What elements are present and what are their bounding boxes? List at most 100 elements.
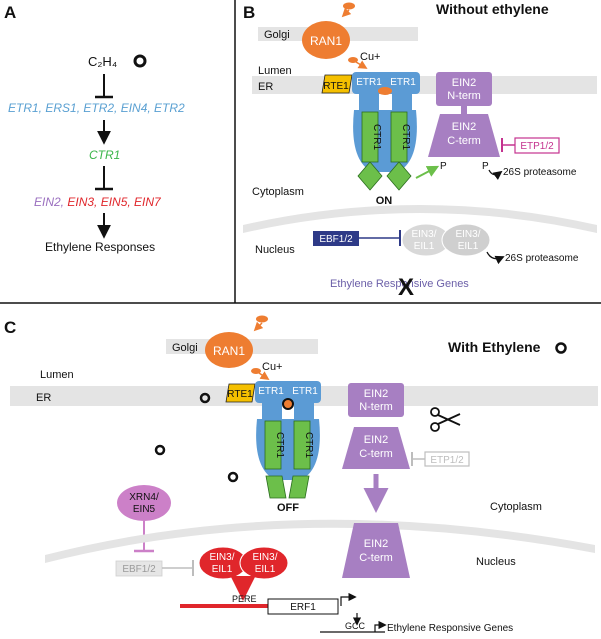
ein2-c-label-1: EIN2 (452, 121, 476, 133)
er-label-c: ER (36, 392, 51, 404)
etr1-stalk-right-c (294, 403, 314, 419)
erf1-transcription-arrow (340, 592, 357, 606)
etr1-left-label: ETR1 (356, 77, 382, 88)
ethylene-molecule-icon (199, 392, 211, 404)
ein2-c-label-2-c: C-term (359, 448, 393, 460)
rte1-protein-c (225, 383, 256, 403)
panel-c-letter: C (4, 318, 16, 337)
erf1-label: ERF1 (290, 602, 316, 613)
repression-x-mark: X (398, 274, 414, 301)
etr1-dimer (352, 72, 420, 94)
ethylene-molecule-icon (154, 444, 166, 456)
panel-b-title: Without ethylene (436, 1, 549, 17)
ein2-c-term (428, 114, 500, 157)
ein3-left-label-1: EIN3/ (411, 229, 436, 240)
ein3-left-label-2: EIL1 (414, 241, 435, 252)
ein2-linker (461, 106, 467, 114)
panel-a-letter: A (4, 3, 16, 22)
proteasome-label-1: 26S proteasome (503, 167, 577, 178)
ein2-c-label-1-c: EIN2 (364, 434, 388, 446)
receptor-list: ETR1, ERS1, ETR2, EIN4, ETR2 (8, 101, 185, 115)
panel-b: B Without ethylene Golgi RAN1 Cu+ Lumen … (243, 1, 597, 301)
xrn4-label-1: XRN4/ (129, 492, 159, 503)
ein3-right-label-2-c: EIL1 (255, 564, 276, 575)
genes-label-c: Ethylene Responsive Genes (387, 623, 513, 634)
nuclear-envelope (243, 205, 597, 233)
panel-b-letter: B (243, 3, 255, 22)
copper-ion-icon (348, 57, 358, 63)
ein2-n-term-c (348, 383, 404, 417)
ran1-protein-c (205, 332, 253, 368)
etr1-right-label-c: ETR1 (292, 386, 318, 397)
rte1-label-c: RTE1 (227, 389, 253, 400)
panel-a: A C₂H₄ ETR1, ERS1, ETR2, EIN4, ETR2 CTR1… (4, 3, 185, 254)
etr1-right-label: ETR1 (390, 77, 416, 88)
proteasome-label-2: 26S proteasome (505, 253, 579, 264)
ran1-protein (302, 21, 350, 59)
ein3-eil1-right (441, 223, 491, 257)
cytoplasm-label-c: Cytoplasm (490, 501, 542, 513)
ctr1-right-c (293, 420, 311, 470)
ebf1-2-label-c: EBF1/2 (122, 564, 156, 575)
genes-label-b: Ethylene Responsive Genes (330, 278, 469, 290)
ein2-nuc-label-2: C-term (359, 552, 393, 564)
phosphorylation-arrow (415, 165, 440, 179)
ran1-label-c: RAN1 (213, 344, 245, 358)
ein2-n-label-2: N-term (447, 90, 481, 102)
ebf1-2-label: EBF1/2 (319, 234, 353, 245)
ctr1-state-on: ON (376, 195, 393, 207)
copper-cofactor-icon (378, 87, 392, 95)
ethylene-molecule-icon (555, 342, 567, 354)
ein2-n-label-1: EIN2 (452, 77, 476, 89)
ethylene-formula: C₂H₄ (88, 54, 117, 69)
etr1-stalk-left (359, 94, 379, 110)
ctr1-kinase-left (357, 161, 383, 191)
ctr1-label: CTR1 (89, 148, 120, 162)
cu-label: Cu+ (360, 51, 381, 63)
phospho-p1: P (440, 161, 447, 172)
copper-arrow-in (341, 7, 352, 18)
ein2-nuc-label-1: EIN2 (364, 538, 388, 550)
copper-arrow-in-c (253, 321, 264, 332)
ethylene-bound-icon (282, 398, 294, 410)
gcc-transcription-arrow (374, 620, 387, 632)
cu-label-c: Cu+ (262, 361, 283, 373)
ein3-left-label-2-c: EIL1 (212, 564, 233, 575)
cytoplasm-label: Cytoplasm (252, 186, 304, 198)
copper-arrow-out-c (258, 371, 270, 380)
nuclear-envelope-c (45, 519, 595, 563)
ein3-right-label-1-c: EIN3/ (252, 552, 277, 563)
xrn4-label-2: EIN5 (133, 504, 156, 515)
ein3-right-label-1: EIN3/ (455, 229, 480, 240)
ein2-n-label-1-c: EIN2 (364, 388, 388, 400)
ctr1-kinase-right (386, 161, 412, 191)
ein2-n-term (436, 72, 492, 106)
ein3-ein5-ein7-label: EIN3, EIN5, EIN7 (67, 195, 162, 209)
ctr1-right-label: CTR1 (400, 124, 411, 151)
ein3-left-label-1-c: EIN3/ (209, 552, 234, 563)
ein3-eil1-right-c (239, 546, 289, 580)
etp1-2-box (514, 137, 560, 154)
ctr1-left-label-c: CTR1 (274, 432, 285, 459)
erf1-gene-box (267, 598, 339, 615)
nucleus-label-c: Nucleus (476, 556, 516, 568)
ein3-right-label-2: EIL1 (458, 241, 479, 252)
ein2-label: EIN2, (34, 195, 67, 209)
phospho-p2: P (482, 161, 489, 172)
ein2-c-term-nuclear (342, 523, 410, 578)
golgi-label: Golgi (264, 29, 290, 41)
gcc-label: GCC (345, 621, 366, 631)
ctr1-kinase-left-c (265, 475, 287, 499)
ctr1-state-off: OFF (277, 502, 299, 514)
ethylene-molecule-icon (133, 54, 147, 68)
lumen-label-c: Lumen (40, 369, 74, 381)
ein2-c-label-2: C-term (447, 135, 481, 147)
etr1-stalk-right (392, 94, 412, 110)
signaling-components: EIN2, EIN3, EIN5, EIN7 (34, 195, 162, 209)
copper-ion-icon (251, 368, 261, 374)
copper-arrow-out (355, 60, 368, 69)
ctr1-kinase-right-c (288, 475, 310, 499)
golgi-label-c: Golgi (172, 342, 198, 354)
etr1-stalk-left-c (262, 403, 282, 419)
